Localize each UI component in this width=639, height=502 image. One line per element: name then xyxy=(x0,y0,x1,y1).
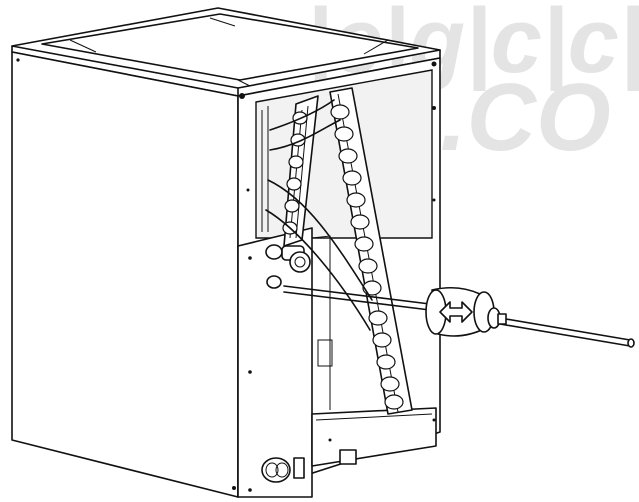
suction-fitting xyxy=(289,251,311,273)
coil-return-bends xyxy=(330,104,404,410)
panel-screws xyxy=(246,188,436,422)
bidirectional-arrow-icon xyxy=(439,301,473,323)
filter-drier xyxy=(425,286,507,337)
watermark-line-2: .CO xyxy=(440,64,611,171)
cabinet-top-frame xyxy=(11,7,441,97)
lower-access-panel xyxy=(237,227,313,498)
watermark: o|e|g|c|c|t|o .CO xyxy=(250,0,639,171)
distributor-tubes xyxy=(261,99,373,331)
coil-left-bends xyxy=(282,111,308,235)
liquid-port xyxy=(266,275,282,289)
line-fittings xyxy=(265,244,311,289)
cabinet-left-side xyxy=(11,51,239,498)
drain-port xyxy=(339,449,357,465)
suction-port xyxy=(265,244,283,260)
drain-pan xyxy=(311,407,437,467)
liquid-line xyxy=(283,285,635,348)
